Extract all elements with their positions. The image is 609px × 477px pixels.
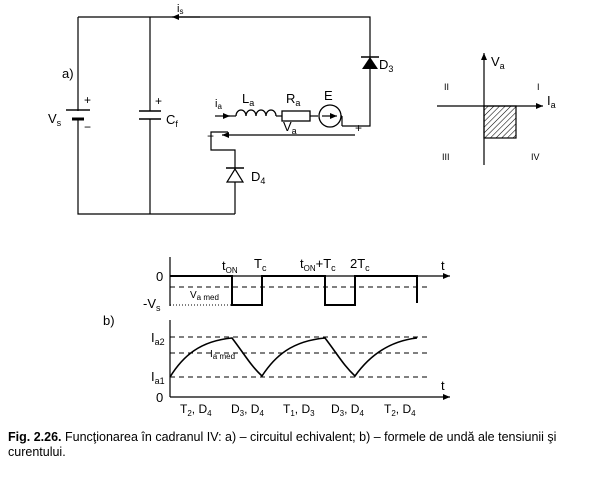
va-minus: −: [207, 129, 214, 143]
cf-capacitor: [139, 110, 161, 120]
quadrant-y-label: Va: [491, 54, 505, 71]
t-on-label: tON: [222, 258, 238, 275]
part-b-label: b): [103, 313, 115, 328]
d3-diode: [361, 35, 379, 85]
caption-text: Funcţionarea în cadranul IV: a) – circui…: [8, 430, 557, 459]
d4-label: D4: [251, 169, 265, 186]
ra-label: Ra: [286, 91, 300, 108]
caption-label: Fig. 2.26.: [8, 430, 62, 444]
interval-labels: T2, D4 D3, D4 T1, D3 D3, D4 T2, D4: [180, 402, 416, 418]
quadrant-iv-label: IV: [531, 152, 540, 162]
top-wire: [78, 16, 371, 35]
ia2-label: Ia2: [151, 330, 165, 347]
quadrant-ii-label: II: [444, 82, 449, 92]
quadrant-iv-region: [483, 105, 517, 139]
ia-label: ia: [215, 98, 222, 111]
d4-diode: [225, 162, 245, 188]
voltage-zero-label: 0: [156, 269, 163, 284]
e-label: E: [324, 88, 333, 103]
d4-top-wire: [210, 131, 236, 162]
cf-plus: +: [155, 94, 162, 108]
ia1-label: Ia1: [151, 369, 165, 386]
interval-label: T2, D4: [180, 402, 212, 418]
interval-label: T1, D3: [283, 402, 315, 418]
la-label: La: [242, 91, 254, 108]
part-a-label: a): [62, 66, 74, 81]
two-tc-label: 2Tc: [350, 256, 370, 273]
cf-label: Cf: [166, 112, 178, 129]
figure-caption: Fig. 2.26. Funcţionarea în cadranul IV: …: [8, 430, 603, 460]
la-inductor: [235, 109, 277, 117]
ia-med-label: Ia med: [210, 349, 235, 361]
va-waveform: [170, 275, 418, 306]
va-med-label: Va med: [190, 290, 219, 302]
d3-label: D3: [379, 57, 393, 74]
va-label: Va: [283, 119, 297, 136]
voltage-waveform-plot: t 0 -Vs Va med tON Tc tON+Tc 2Tc: [143, 256, 450, 313]
tc-label: Tc: [254, 256, 267, 273]
current-zero-label: 0: [156, 390, 163, 405]
left-wire: [77, 17, 235, 215]
interval-label: T2, D4: [384, 402, 416, 418]
quadrant-iii-label: III: [442, 152, 450, 162]
va-plus: +: [355, 121, 362, 135]
vs-label: Vs: [48, 111, 62, 128]
quadrant-diagram: Va Ia I II III IV: [437, 53, 556, 165]
is-label: is: [177, 3, 183, 16]
d3-bottom-wire: [342, 85, 371, 127]
neg-vs-label: -Vs: [143, 296, 161, 313]
quadrant-x-label: Ia: [547, 93, 556, 110]
vs-plus: +: [84, 93, 91, 107]
ia-waveform: [169, 337, 418, 378]
interval-label: D3, D4: [231, 402, 264, 418]
interval-label: D3, D4: [331, 402, 364, 418]
vs-minus: −: [84, 120, 91, 134]
quadrant-i-label: I: [537, 82, 540, 92]
voltage-t-label: t: [441, 258, 445, 273]
t-on-plus-tc-label: tON+Tc: [300, 256, 336, 273]
current-t-label: t: [441, 378, 445, 393]
current-waveform-plot: t 0 Ia2 Ia1 Ia med: [151, 320, 450, 405]
